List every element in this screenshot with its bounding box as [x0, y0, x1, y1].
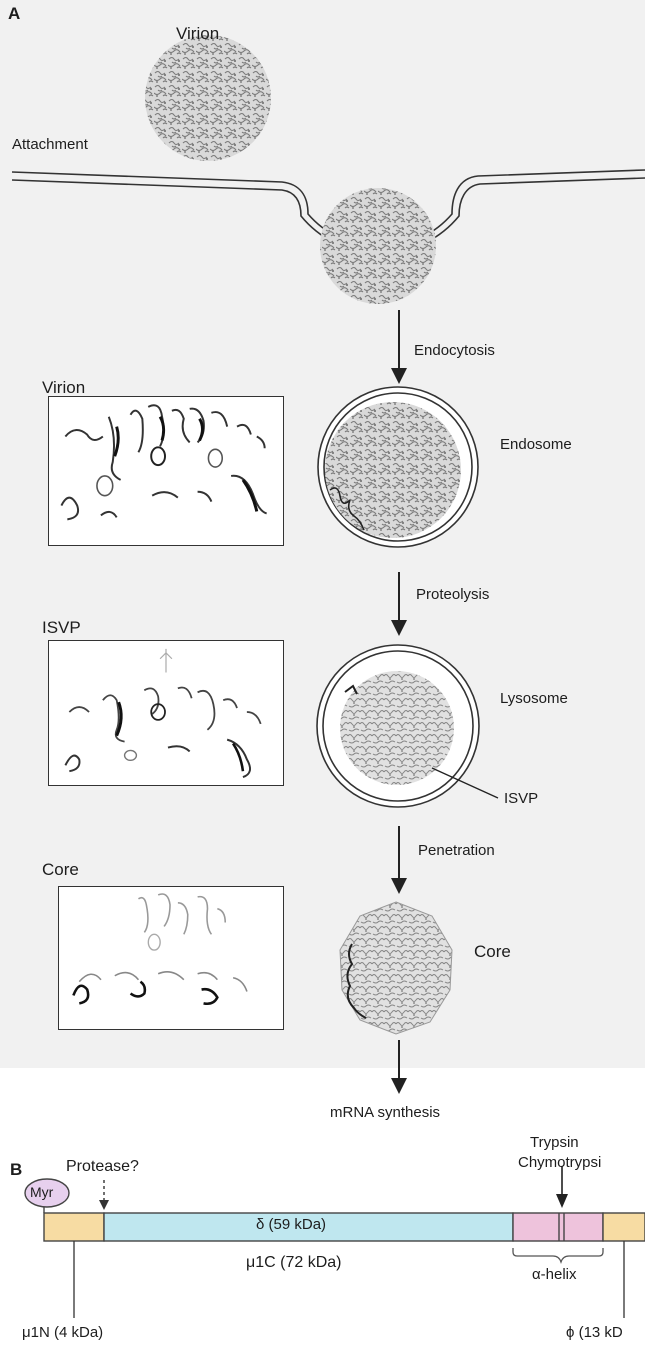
pit-virion-particle — [320, 188, 436, 304]
alpha-helix-label: α-helix — [532, 1266, 577, 1283]
endosome-label: Endosome — [500, 436, 572, 453]
mu1c-label: μ1C (72 kDa) — [246, 1254, 341, 1272]
virion-inset — [48, 396, 284, 546]
core-particle — [340, 902, 452, 1034]
panel-b-letter: B — [10, 1160, 22, 1180]
inset-isvp-title: ISVP — [42, 618, 81, 638]
endocytosis-label: Endocytosis — [414, 342, 495, 359]
phi-label: ϕ (13 kD — [566, 1324, 623, 1341]
mu1n-segment — [44, 1213, 104, 1241]
lysosome-label: Lysosome — [500, 690, 568, 707]
helix-segment — [513, 1213, 603, 1241]
core-inset — [58, 886, 284, 1030]
chymotrypsin-label: Chymotrypsi — [518, 1154, 601, 1171]
proteolysis-label: Proteolysis — [416, 586, 489, 603]
mu1n-label: μ1N (4 kDa) — [22, 1324, 103, 1341]
inset-virion-title: Virion — [42, 378, 85, 398]
panel-a-letter: A — [8, 4, 20, 24]
penetration-label: Penetration — [418, 842, 495, 859]
virion-title: Virion — [176, 24, 219, 44]
protease-label: Protease? — [66, 1158, 139, 1176]
mrna-synthesis-label: mRNA synthesis — [330, 1104, 440, 1121]
virion-particle — [145, 35, 271, 161]
trypsin-label: Trypsin — [530, 1134, 579, 1151]
inset-core-title: Core — [42, 860, 79, 880]
isvp-inset — [48, 640, 284, 786]
isvp-particle — [340, 671, 454, 785]
myr-label: Myr — [30, 1184, 53, 1200]
endosome-virion — [325, 402, 461, 538]
delta-label: δ (59 kDa) — [256, 1216, 326, 1233]
phi-segment — [603, 1213, 645, 1241]
isvp-pointer-label: ISVP — [504, 790, 538, 807]
core-label: Core — [474, 942, 511, 962]
attachment-label: Attachment — [12, 136, 88, 153]
